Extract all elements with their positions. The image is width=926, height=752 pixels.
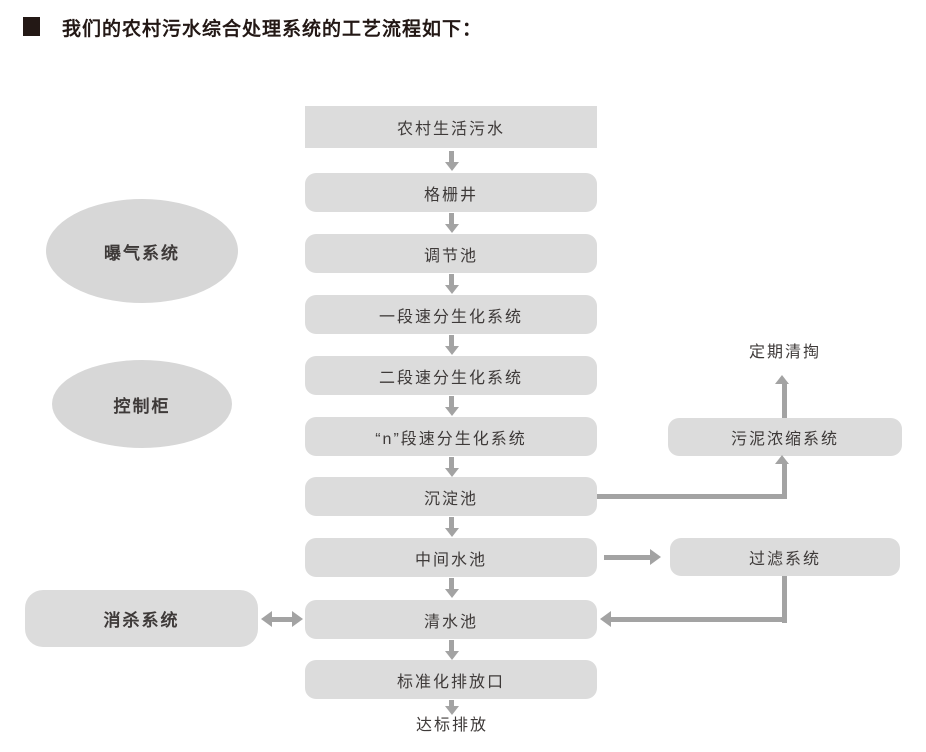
down-arrow-icon — [445, 335, 459, 355]
flow-node-stage1-bio: 一段速分生化系统 — [305, 295, 597, 334]
page-title: 我们的农村污水综合处理系统的工艺流程如下： — [62, 19, 483, 40]
flow-node-stage2-bio: 二段速分生化系统 — [305, 356, 597, 395]
periodic-cleanup-label: 定期清掏 — [748, 344, 821, 361]
square-bullet-icon — [23, 17, 40, 36]
diagram-header: 我们的农村污水综合处理系统的工艺流程如下： — [23, 14, 482, 41]
flow-node-grid-well: 格栅井 — [305, 173, 597, 212]
down-arrow-icon — [445, 517, 459, 537]
up-arrowhead-icon — [775, 455, 789, 464]
flow-node-raw-sewage: 农村生活污水 — [305, 106, 597, 148]
down-arrow-icon — [445, 640, 459, 660]
up-arrowhead-icon — [775, 375, 789, 384]
flow-node-standard-outlet: 标准化排放口 — [305, 660, 597, 699]
disinfection-system-node: 消杀系统 — [25, 590, 258, 647]
left-arrowhead-icon — [261, 611, 272, 627]
down-arrow-icon — [445, 151, 459, 171]
bidirectional-arrow-stem — [272, 617, 292, 622]
right-arrowhead-icon — [650, 549, 661, 565]
connector-sludge-to-cleanup — [782, 384, 787, 418]
connector-filter-to-clean-horizontal — [611, 617, 787, 622]
connector-sedimentation-to-sludge-vertical — [782, 464, 787, 499]
aeration-system-node: 曝气系统 — [46, 199, 238, 303]
down-arrow-icon — [445, 213, 459, 233]
left-arrowhead-icon — [600, 611, 611, 627]
connector-sedimentation-to-sludge — [597, 494, 785, 499]
flow-node-sedimentation-tank: 沉淀池 — [305, 477, 597, 516]
connector-filter-to-clean-vertical — [782, 576, 787, 623]
flow-node-clean-water-tank: 清水池 — [305, 600, 597, 639]
final-discharge-label: 达标排放 — [415, 717, 488, 734]
down-arrow-icon — [445, 700, 459, 715]
connector-intermediate-to-filter — [604, 555, 650, 560]
right-arrowhead-icon — [292, 611, 303, 627]
control-cabinet-node: 控制柜 — [52, 360, 232, 448]
sludge-thickening-node: 污泥浓缩系统 — [668, 418, 902, 456]
down-arrow-icon — [445, 274, 459, 294]
down-arrow-icon — [445, 457, 459, 477]
flow-node-regulating-tank: 调节池 — [305, 234, 597, 273]
down-arrow-icon — [445, 396, 459, 416]
flow-node-stagen-bio: “n”段速分生化系统 — [305, 417, 597, 456]
flow-node-intermediate-tank: 中间水池 — [305, 538, 597, 577]
filter-system-node: 过滤系统 — [670, 538, 900, 576]
down-arrow-icon — [445, 578, 459, 598]
